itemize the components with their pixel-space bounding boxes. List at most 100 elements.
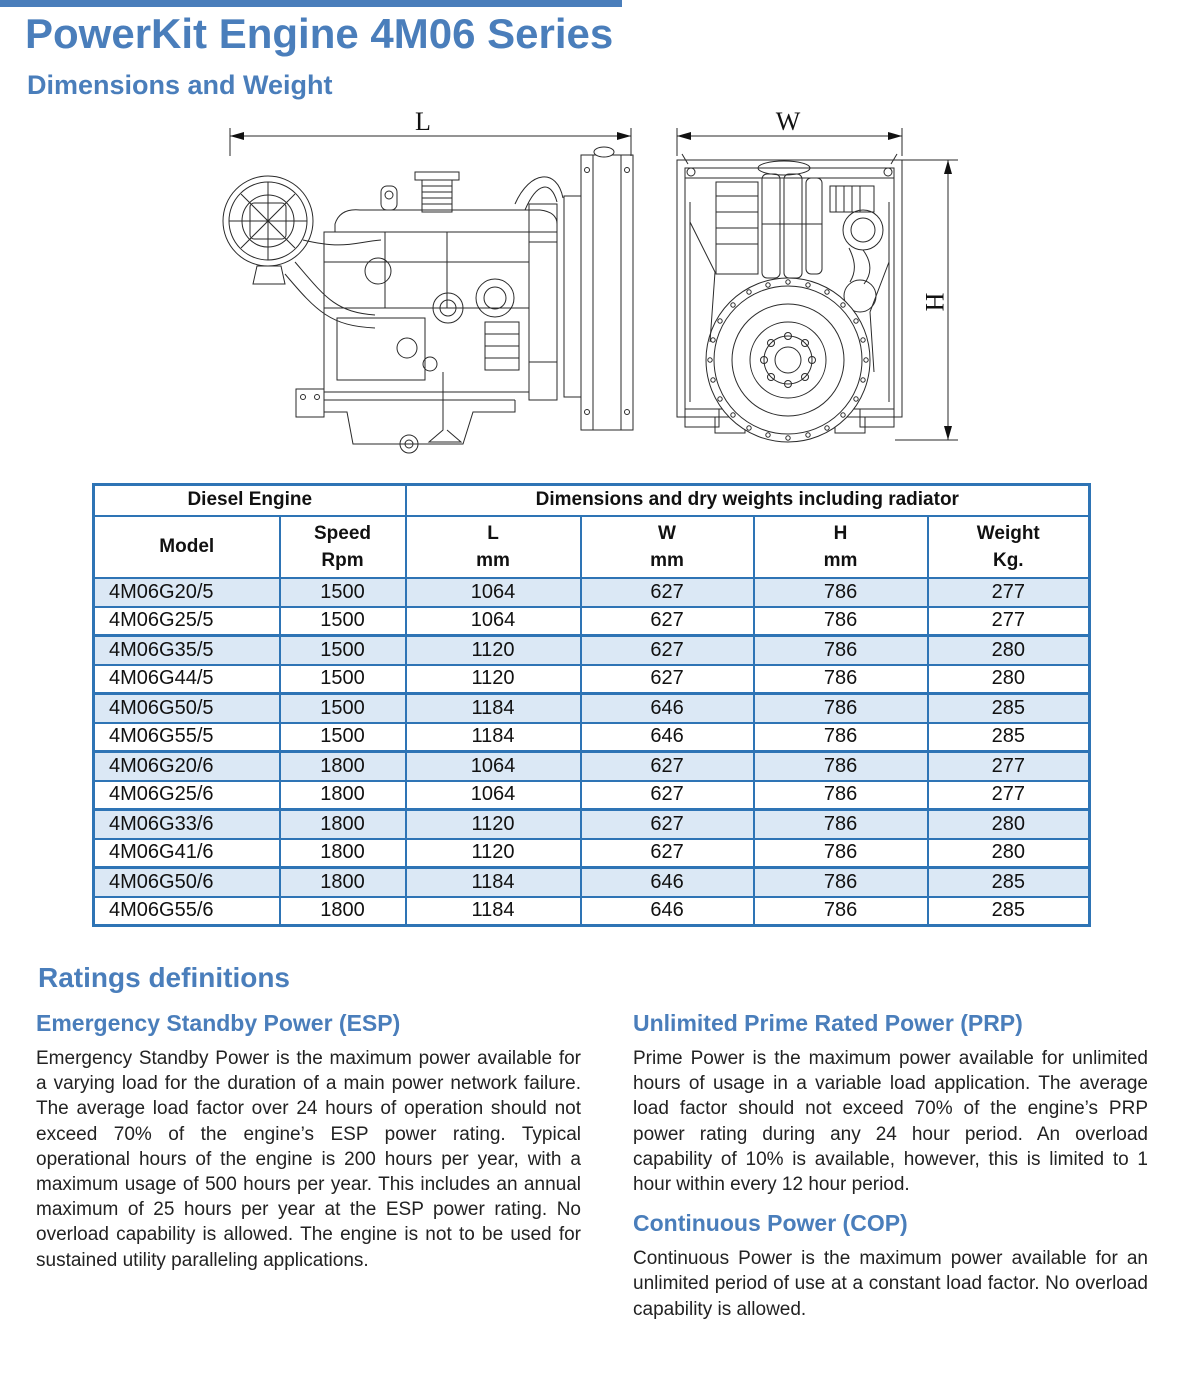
column-header-weight: Weight Kg. (926, 514, 1091, 579)
value-cell: 627 (579, 837, 755, 869)
column-header-width: W mm (579, 514, 755, 579)
prp-cop-column: Unlimited Prime Rated Power (PRP) Prime … (633, 1010, 1148, 1322)
value-cell: 786 (752, 895, 929, 927)
fan-shroud (563, 195, 582, 398)
value-cell: 786 (752, 692, 929, 724)
engine-rear-view-diagram: W H (676, 112, 958, 443)
value-cell: 627 (579, 808, 755, 840)
model-cell: 4M06G44/5 (92, 663, 281, 695)
value-cell: 786 (752, 866, 929, 898)
model-cell: 4M06G55/6 (92, 895, 281, 927)
value-cell: 627 (579, 779, 755, 811)
length-dimension: L (229, 112, 632, 156)
esp-heading: Emergency Standby Power (ESP) (36, 1010, 401, 1036)
value-cell: 1064 (404, 576, 582, 608)
oil-pan-base (295, 372, 516, 454)
value-cell: 646 (579, 895, 755, 927)
value-cell: 1500 (278, 663, 407, 695)
value-cell: 786 (752, 750, 929, 782)
prp-heading: Unlimited Prime Rated Power (PRP) (633, 1010, 1023, 1036)
esp-paragraph: Emergency Standby Power is the maximum p… (36, 1048, 581, 1271)
value-cell: 1500 (278, 576, 407, 608)
value-cell: 1800 (278, 837, 407, 869)
value-cell: 1064 (404, 605, 582, 637)
width-dimension: W (676, 112, 903, 156)
value-cell: 285 (926, 866, 1091, 898)
value-cell: 277 (926, 779, 1091, 811)
value-cell: 1500 (278, 721, 407, 753)
value-cell: 1120 (404, 837, 582, 869)
value-cell: 646 (579, 866, 755, 898)
accent-top-bar (0, 0, 622, 7)
value-cell: 786 (752, 663, 929, 695)
value-cell: 277 (926, 750, 1091, 782)
svg-text:L: L (415, 112, 431, 136)
model-cell: 4M06G20/5 (92, 576, 281, 608)
value-cell: 280 (926, 663, 1091, 695)
value-cell: 646 (579, 692, 755, 724)
model-cell: 4M06G50/5 (92, 692, 281, 724)
value-cell: 1064 (404, 779, 582, 811)
flywheel-housing (528, 203, 558, 401)
value-cell: 1120 (404, 808, 582, 840)
table-group-header-row: Diesel Engine Dimensions and dry weights… (92, 483, 1091, 517)
svg-text:W: W (776, 112, 801, 136)
model-cell: 4M06G20/6 (92, 750, 281, 782)
prp-paragraph: Prime Power is the maximum power availab… (633, 1048, 1148, 1196)
column-header-speed: Speed Rpm (278, 514, 407, 579)
group-header-diesel-engine: Diesel Engine (92, 483, 407, 517)
value-cell: 1120 (404, 634, 582, 666)
value-cell: 280 (926, 837, 1091, 869)
model-cell: 4M06G35/5 (92, 634, 281, 666)
column-header-length: L mm (404, 514, 582, 579)
value-cell: 1184 (404, 721, 582, 753)
value-cell: 1500 (278, 605, 407, 637)
value-cell: 277 (926, 605, 1091, 637)
intercooler-pipe (514, 176, 564, 211)
value-cell: 786 (752, 779, 929, 811)
ratings-definitions-heading: Ratings definitions (38, 962, 290, 993)
value-cell: 627 (579, 576, 755, 608)
turbo-elbow (829, 185, 884, 313)
ratings-definitions-section: Ratings definitions Emergency Standby Po… (36, 962, 1148, 1322)
column-header-model: Model (92, 514, 281, 579)
value-cell: 627 (579, 634, 755, 666)
value-cell: 1800 (278, 895, 407, 927)
flywheel-bolt-ring (707, 279, 869, 441)
value-cell: 1120 (404, 663, 582, 695)
engine-block (323, 185, 558, 393)
exhaust-stack (414, 171, 460, 213)
value-cell: 786 (752, 576, 929, 608)
value-cell: 1184 (404, 692, 582, 724)
air-filter (222, 175, 314, 285)
value-cell: 1500 (278, 692, 407, 724)
dimensions-table-section: Diesel Engine Dimensions and dry weights… (92, 483, 1092, 927)
value-cell: 1800 (278, 750, 407, 782)
dimensions-table: Diesel Engine Dimensions and dry weights… (92, 483, 1092, 927)
value-cell: 1800 (278, 808, 407, 840)
column-header-height: H mm (752, 514, 929, 579)
flywheel (705, 277, 871, 443)
value-cell: 285 (926, 692, 1091, 724)
engine-diagrams: L (185, 112, 990, 474)
model-cell: 4M06G50/6 (92, 866, 281, 898)
svg-text:H: H (920, 293, 949, 312)
radiator-frame (676, 153, 903, 434)
value-cell: 1800 (278, 779, 407, 811)
value-cell: 786 (752, 634, 929, 666)
value-cell: 786 (752, 605, 929, 637)
cop-heading: Continuous Power (COP) (633, 1210, 908, 1237)
value-cell: 786 (752, 837, 929, 869)
alternator (475, 278, 520, 371)
value-cell: 280 (926, 808, 1091, 840)
